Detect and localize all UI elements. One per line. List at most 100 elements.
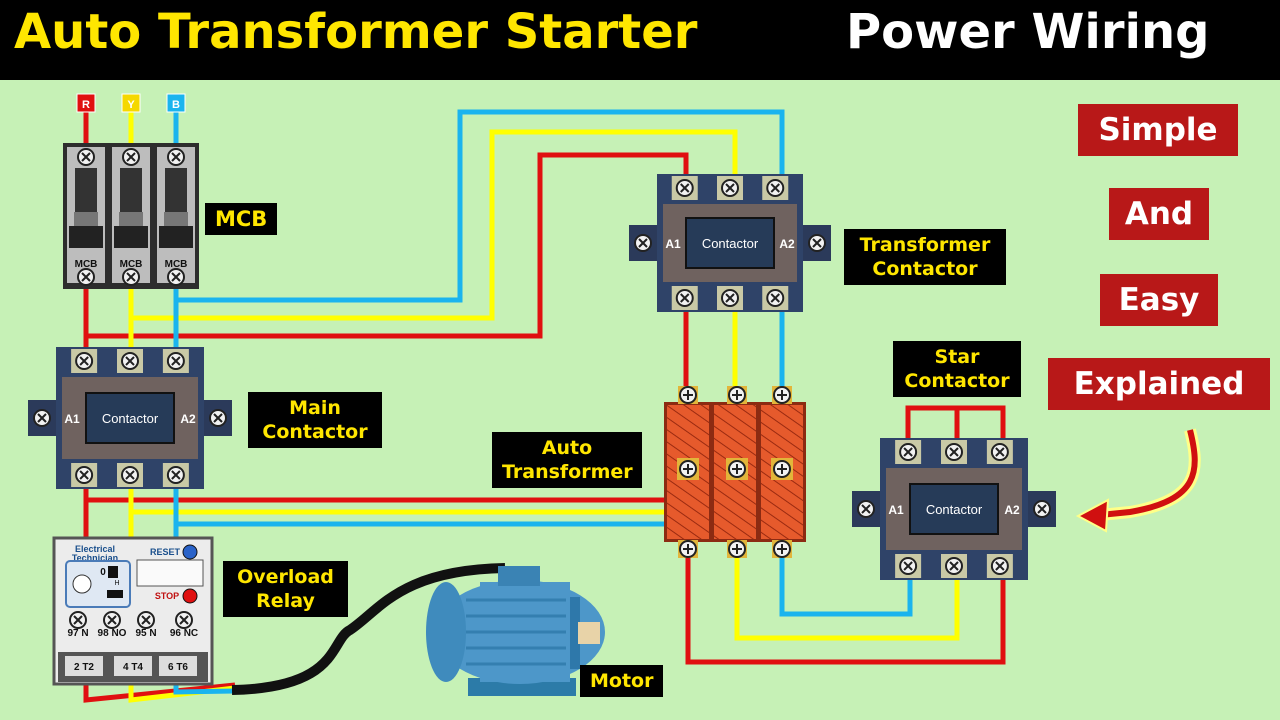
terminal-screw-icon [1033, 500, 1051, 518]
terminal-screw-icon [728, 460, 746, 478]
badge-simple: Simple [1078, 104, 1238, 156]
title-bar: Auto Transformer Starter Power Wiring [0, 0, 1280, 80]
terminal-screw-icon [766, 179, 785, 197]
terminal-screw-icon [103, 611, 121, 629]
terminal-screw-icon [675, 289, 694, 307]
overload-relay-label-line2: Relay [256, 590, 315, 612]
overload-brand-line2: Technician [72, 553, 118, 563]
mcb-breaker: MCB MCB MCB [63, 143, 199, 289]
badge-easy: Easy [1100, 274, 1218, 326]
overload-aux-terminal-label: 95 N [135, 628, 156, 639]
overload-out-terminal-label: 2 T2 [74, 662, 94, 673]
terminal-screw-icon [679, 460, 697, 478]
overload-out-terminal-label: 4 T4 [123, 662, 143, 673]
motor-cable [231, 563, 506, 695]
mcb-label: MCB [205, 203, 278, 235]
transformer-contactor-label-line1: Transformer [859, 234, 991, 256]
terminal-screw-icon [69, 611, 87, 629]
terminal-screw-icon [166, 352, 185, 370]
overload-reset-label: RESET [150, 547, 181, 557]
overload-out-terminal-label: 6 T6 [168, 662, 188, 673]
terminal-screw-icon [766, 289, 785, 307]
phase-tag-text: B [172, 99, 180, 111]
terminal-screw-icon [77, 148, 95, 166]
motor-label: Motor [580, 665, 664, 697]
main-contactor-label-line1: Main [289, 397, 341, 419]
phase-tag-y: Y [121, 93, 141, 113]
contactor-body-label: Contactor [702, 236, 759, 251]
terminal-screw-icon [773, 540, 791, 558]
terminal-screw-icon [175, 611, 193, 629]
terminal-screw-icon [166, 466, 185, 484]
terminal-screw-icon [945, 557, 963, 575]
terminal-screw-icon [773, 386, 791, 404]
badge-and: And [1109, 188, 1209, 240]
terminal-screw-icon [945, 443, 963, 461]
phase-tag-text: R [82, 99, 90, 111]
overload-indicator-h: H [114, 580, 119, 587]
main-contactor-label-line2: Contactor [262, 421, 368, 443]
page-title: Auto Transformer Starter [14, 4, 698, 60]
motor [426, 566, 605, 696]
dial-icon [72, 574, 92, 594]
reset-button[interactable] [182, 544, 198, 560]
transformer-terminal [771, 386, 793, 558]
terminal-screw-icon [122, 148, 140, 166]
main-contactor-label: Main Contactor [248, 392, 382, 448]
terminal-screw-icon [33, 409, 51, 427]
terminal-screw-icon [773, 460, 791, 478]
terminal-screw-icon [679, 540, 697, 558]
overload-brand-line1: Electrical [75, 544, 115, 554]
phase-tag-b: B [166, 93, 186, 113]
terminal-screw-icon [675, 179, 694, 197]
star-contactor-label-line2: Contactor [904, 370, 1010, 392]
terminal-screw-icon [990, 557, 1009, 575]
terminal-screw-icon [857, 500, 875, 518]
phase-tag-text: Y [127, 99, 135, 111]
contactor-body-label: Contactor [926, 502, 983, 517]
auto-transformer-label-line1: Auto [541, 437, 593, 459]
terminal-screw-icon [167, 268, 185, 286]
overload-indicator-0: 0 [100, 567, 106, 578]
phase-tag-r: R [76, 93, 96, 113]
terminal-screw-icon [634, 234, 652, 252]
stop-button[interactable] [182, 588, 198, 604]
overload-stop-label: STOP [155, 591, 179, 601]
contactor-a2-label: A2 [180, 412, 196, 426]
mcb-unit-label: MCB [165, 259, 188, 270]
mcb-pole: MCB [63, 143, 109, 289]
terminal-screw-icon [137, 611, 155, 629]
terminal-screw-icon [728, 386, 746, 404]
contactor-body-label: Contactor [102, 411, 159, 426]
overload-aux-terminal-label: 98 NO [98, 628, 127, 639]
terminal-screw-icon [75, 466, 94, 484]
overload-relay-label: Overload Relay [223, 561, 348, 617]
mcb-pole: MCB [108, 143, 154, 289]
page-title-suffix: Power Wiring [846, 4, 1210, 60]
contactor-a2-label: A2 [1004, 503, 1020, 517]
terminal-screw-icon [679, 386, 697, 404]
terminal-screw-icon [808, 234, 826, 252]
terminal-screw-icon [899, 557, 918, 575]
terminal-screw-icon [721, 289, 739, 307]
terminal-screw-icon [77, 268, 95, 286]
badge-explained: Explained [1048, 358, 1270, 410]
auto-transformer-label: Auto Transformer [492, 432, 642, 488]
terminal-screw-icon [122, 268, 140, 286]
transformer-terminal [677, 386, 699, 558]
contactor-a1-label: A1 [888, 503, 904, 517]
terminal-screw-icon [899, 443, 918, 461]
terminal-screw-icon [209, 409, 227, 427]
terminal-screw-icon [167, 148, 185, 166]
overload-aux-terminal-label: 97 N [67, 628, 88, 639]
star-contactor-label-line1: Star [934, 346, 980, 368]
contactor-a1-label: A1 [64, 412, 80, 426]
contactor-a1-label: A1 [665, 237, 681, 251]
terminal-screw-icon [728, 540, 746, 558]
mcb-unit-label: MCB [120, 259, 143, 270]
